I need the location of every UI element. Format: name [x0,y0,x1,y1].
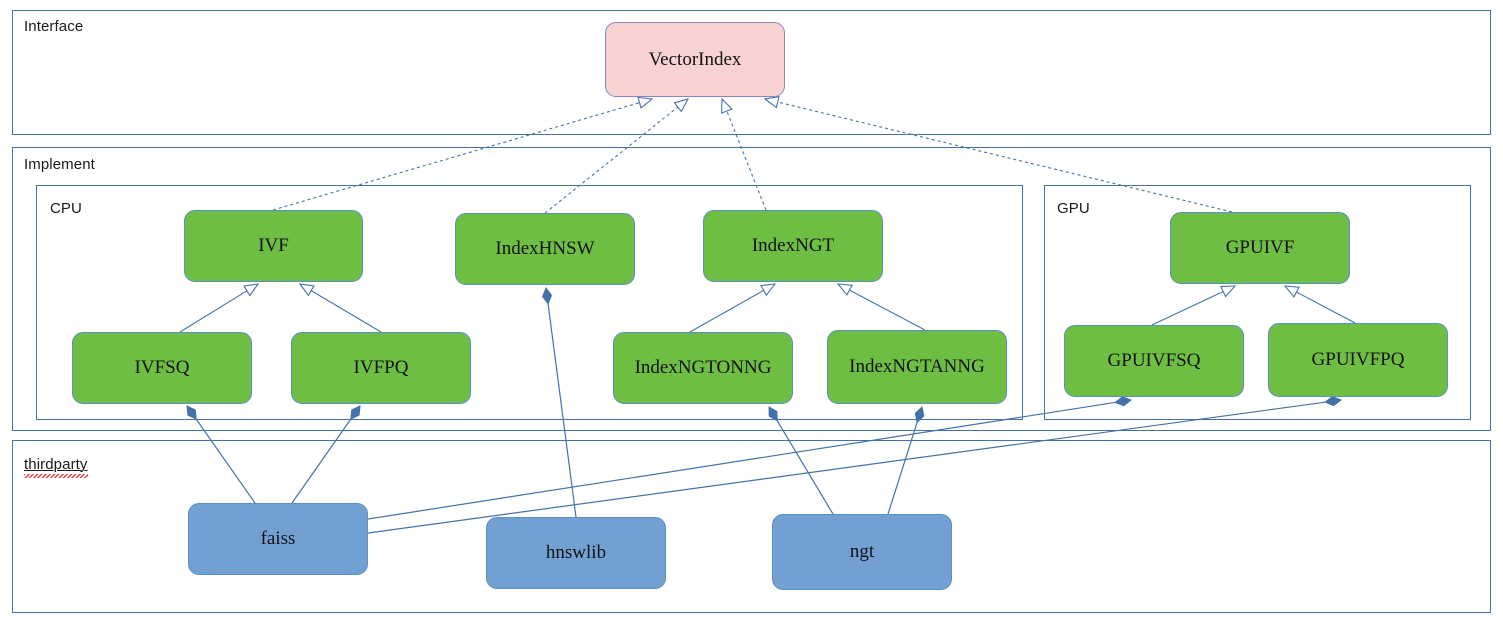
node-ivf[interactable]: IVF [184,210,363,282]
container-label-implement: Implement [24,156,95,173]
node-hnswlib[interactable]: hnswlib [486,517,666,589]
container-label-interface: Interface [24,18,84,35]
container-cpu [36,185,1023,420]
container-label-gpu: GPU [1057,200,1090,217]
container-gpu [1044,185,1471,420]
node-indexngt[interactable]: IndexNGT [703,210,883,282]
node-gpuivf[interactable]: GPUIVF [1170,212,1350,284]
node-ivfsq[interactable]: IVFSQ [72,332,252,404]
container-interface [12,10,1491,135]
node-indexhnsw[interactable]: IndexHNSW [455,213,635,285]
node-faiss[interactable]: faiss [188,503,368,575]
spellcheck-squiggle-icon [24,474,88,478]
node-vectorindex[interactable]: VectorIndex [605,22,785,97]
container-label-thirdparty: thirdparty [24,456,88,478]
node-gpuivfpq[interactable]: GPUIVFPQ [1268,323,1448,397]
node-indexngtonng[interactable]: IndexNGTONNG [613,332,793,404]
node-ngt[interactable]: ngt [772,514,952,590]
container-implement [12,147,1491,431]
node-indexngtanng[interactable]: IndexNGTANNG [827,330,1007,404]
container-thirdparty [12,440,1491,613]
container-label-cpu: CPU [50,200,82,217]
node-ivfpq[interactable]: IVFPQ [291,332,471,404]
node-gpuivfsq[interactable]: GPUIVFSQ [1064,325,1244,397]
